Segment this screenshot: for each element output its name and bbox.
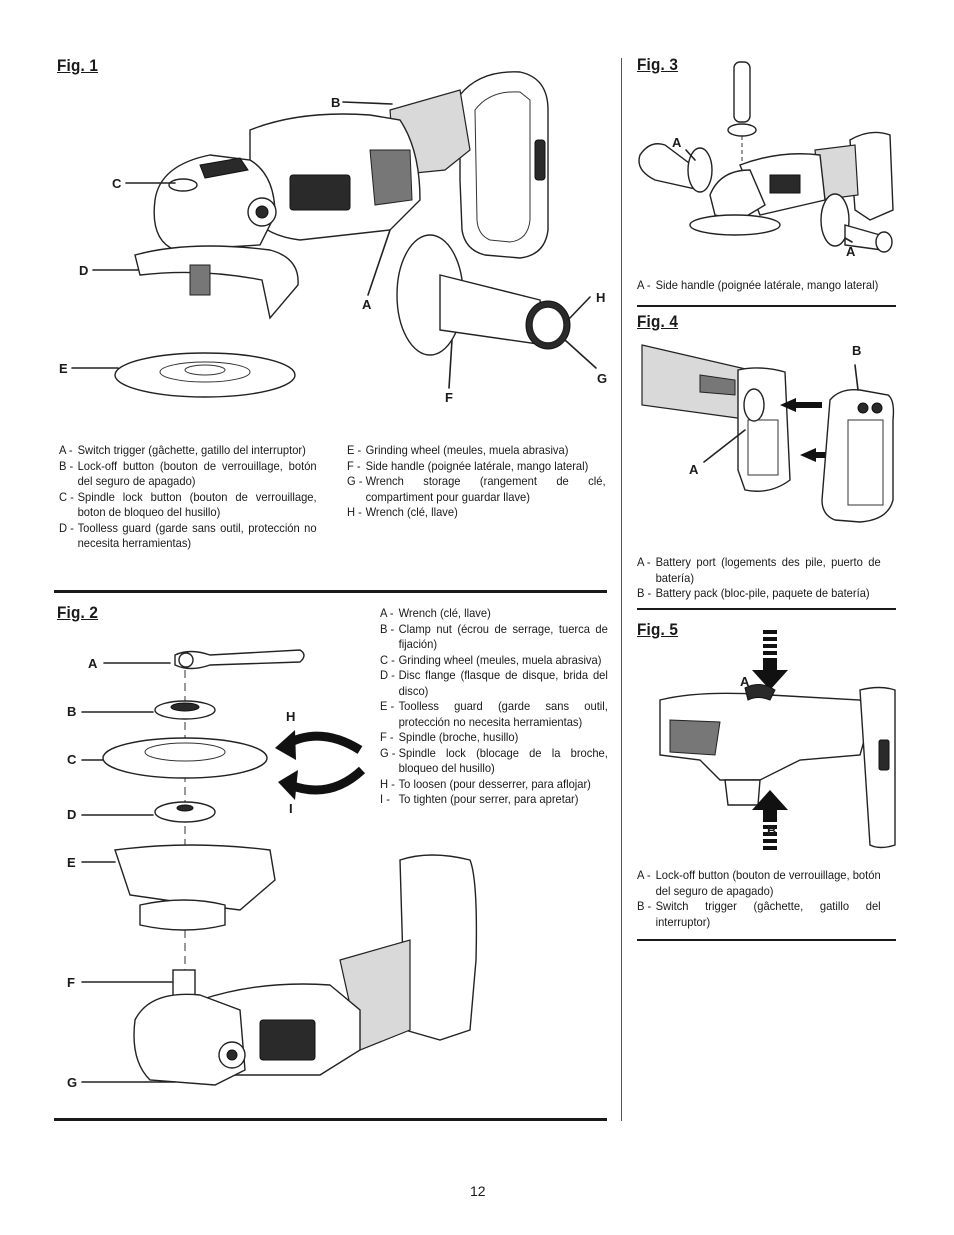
list-item: A -Switch trigger (gâchette, gatillo del… bbox=[59, 443, 306, 457]
fig2-legend: A -Wrench (clé, llave) B -Clamp nut (écr… bbox=[380, 606, 608, 808]
fig2-title: Fig. 2 bbox=[57, 603, 99, 622]
fig3-legend: A -Side handle (poignée latérale, mango … bbox=[637, 278, 881, 294]
fig4-title: Fig. 4 bbox=[637, 312, 679, 331]
fig1-callout-b: B bbox=[331, 95, 341, 110]
fig1-callout-h: H bbox=[596, 290, 606, 305]
list-item: I -To tighten (pour serrer, para apretar… bbox=[380, 792, 579, 806]
fig2-callout-a: A bbox=[88, 656, 98, 671]
list-item: H -Wrench (clé, llave) bbox=[347, 505, 458, 519]
fig2-callout-i: I bbox=[289, 801, 293, 816]
list-item: B -Switch trigger (gâchette, gatillo del… bbox=[637, 899, 881, 929]
list-item: A -Side handle (poignée latérale, mango … bbox=[637, 278, 879, 292]
fig3-bottom-rule bbox=[637, 305, 896, 307]
list-item: C -Grinding wheel (meules, muela abrasiv… bbox=[380, 652, 602, 667]
fig4-bottom-rule bbox=[637, 608, 896, 610]
fig1-callout-e: E bbox=[59, 361, 68, 376]
list-item: H -To loosen (pour desserrer, para afloj… bbox=[380, 776, 591, 791]
fig3-callout-a-top: A bbox=[672, 135, 682, 150]
fig2-bottom-rule bbox=[54, 1118, 607, 1121]
column-divider bbox=[621, 58, 622, 1121]
fig2-callout-g: G bbox=[67, 1075, 78, 1090]
fig2-callout-h: H bbox=[286, 709, 296, 724]
fig5-legend: A -Lock-off button (bouton de verrouilla… bbox=[637, 868, 881, 930]
fig3-title: Fig. 3 bbox=[637, 55, 679, 74]
list-item: F -Side handle (poignée latérale, mango … bbox=[347, 458, 589, 473]
list-item: G -Spindle lock (blocage de la broche, b… bbox=[380, 745, 608, 776]
list-item: E -Grinding wheel (meules, muela abrasiv… bbox=[347, 443, 569, 457]
fig5-callout-a: A bbox=[740, 674, 750, 689]
fig4-legend: A -Battery port (logements des pile, pue… bbox=[637, 555, 881, 602]
fig1-bottom-rule bbox=[54, 590, 607, 593]
list-item: B -Lock-off button (bouton de verrouilla… bbox=[59, 458, 317, 489]
page-number: 12 bbox=[470, 1183, 486, 1199]
fig1-legend-left: A -Switch trigger (gâchette, gatillo del… bbox=[59, 443, 317, 552]
fig4-callout-a: A bbox=[689, 462, 699, 477]
fig1-callout-f: F bbox=[445, 390, 453, 405]
fig2-callout-e: E bbox=[67, 855, 76, 870]
list-item: E -Toolless guard (garde sans outil, pro… bbox=[380, 699, 608, 729]
fig2-callout-c: C bbox=[67, 752, 77, 767]
fig1-callout-g: G bbox=[597, 371, 608, 386]
fig5-callout-b: B bbox=[767, 823, 777, 838]
fig2-callout-f: F bbox=[67, 975, 75, 990]
list-item: D -Disc flange (flasque de disque, brida… bbox=[380, 668, 608, 698]
list-item: A -Wrench (clé, llave) bbox=[380, 606, 491, 620]
fig1-legend-right: E -Grinding wheel (meules, muela abrasiv… bbox=[347, 443, 606, 521]
list-item: F -Spindle (broche, husillo) bbox=[380, 730, 519, 744]
fig1-title: Fig. 1 bbox=[57, 56, 99, 75]
list-item: B -Battery pack (bloc-pile, paquete de b… bbox=[637, 586, 870, 600]
fig2-callout-b: B bbox=[67, 704, 77, 719]
fig1-callout-d: D bbox=[79, 263, 89, 278]
list-item: C -Spindle lock button (bouton de verrou… bbox=[59, 489, 317, 520]
list-item: G -Wrench storage (rangement de clé, com… bbox=[347, 474, 606, 504]
fig5-title: Fig. 5 bbox=[637, 620, 679, 639]
list-item: D -Toolless guard (garde sans outil, pro… bbox=[59, 520, 317, 551]
fig2-callout-d: D bbox=[67, 807, 77, 822]
list-item: B -Clamp nut (écrou de serrage, tuerca d… bbox=[380, 621, 608, 652]
list-item: A -Battery port (logements des pile, pue… bbox=[637, 555, 881, 585]
fig3-callout-a-right: A bbox=[846, 244, 856, 259]
list-item: A -Lock-off button (bouton de verrouilla… bbox=[637, 868, 881, 898]
fig1-callout-a: A bbox=[362, 297, 372, 312]
fig5-bottom-rule bbox=[637, 939, 896, 941]
fig4-callout-b: B bbox=[852, 343, 862, 358]
fig1-callout-c: C bbox=[112, 176, 122, 191]
